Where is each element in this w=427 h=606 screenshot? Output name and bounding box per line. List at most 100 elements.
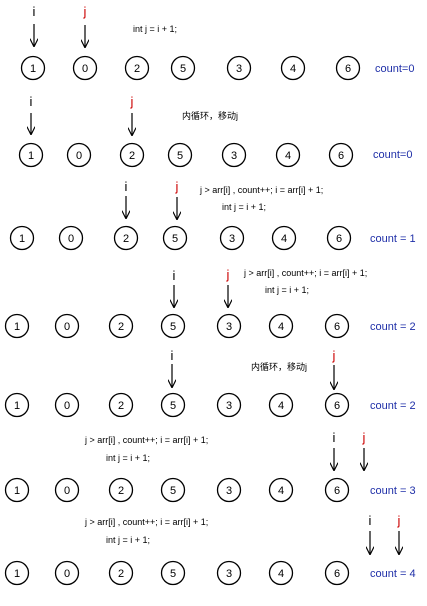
step-note: int j = i + 1; (106, 535, 150, 545)
array-node: 1 (4, 392, 30, 418)
i-pointer-label: i (173, 268, 176, 283)
array-node: 1 (4, 477, 30, 503)
array-node: 1 (4, 560, 30, 586)
array-value: 4 (278, 400, 284, 412)
array-value: 6 (334, 321, 340, 333)
array-value: 3 (226, 321, 232, 333)
array-value: 4 (285, 150, 291, 162)
array-node: 6 (324, 477, 350, 503)
step-note: int j = i + 1; (265, 285, 309, 295)
array-value: 1 (14, 400, 20, 412)
array-value: 0 (68, 233, 74, 245)
array-value: 3 (236, 63, 242, 75)
array-value: 5 (180, 63, 186, 75)
i-pointer-label: i (30, 94, 33, 109)
step-note: 内循环，移动j (182, 110, 238, 121)
step-note: j > arr[i] , count++; i = arr[i] + 1; (243, 268, 367, 278)
array-node: 2 (108, 392, 134, 418)
array-node: 4 (268, 560, 294, 586)
array-value: 0 (76, 150, 82, 162)
array-node: 4 (280, 55, 306, 81)
array-node: 5 (170, 55, 196, 81)
array-value: 2 (129, 150, 135, 162)
array-node: 4 (268, 477, 294, 503)
array-node: 2 (119, 142, 145, 168)
array-node: 5 (160, 560, 186, 586)
array-value: 6 (334, 485, 340, 497)
array-value: 3 (226, 568, 232, 580)
array-value: 2 (134, 63, 140, 75)
array-node: 0 (54, 560, 80, 586)
array-node: 2 (124, 55, 150, 81)
array-node: 2 (113, 225, 139, 251)
j-pointer-label: j (130, 94, 134, 109)
step-note: int j = i + 1; (222, 202, 266, 212)
array-value: 3 (226, 400, 232, 412)
array-node: 5 (162, 225, 188, 251)
array-node: 0 (54, 313, 80, 339)
array-node: 2 (108, 477, 134, 503)
array-node: 4 (268, 392, 294, 418)
count-label: count=0 (375, 63, 414, 75)
array-value: 6 (345, 63, 351, 75)
array-node: 0 (58, 225, 84, 251)
count-label: count = 1 (370, 233, 416, 245)
array-value: 0 (64, 485, 70, 497)
array-node: 1 (18, 142, 44, 168)
array-node: 1 (9, 225, 35, 251)
array-value: 1 (14, 485, 20, 497)
array-node: 5 (160, 313, 186, 339)
array-node: 3 (226, 55, 252, 81)
array-value: 6 (338, 150, 344, 162)
j-pointer-label: j (362, 430, 366, 445)
i-pointer-label: i (369, 513, 372, 528)
i-pointer-label: i (171, 348, 174, 363)
array-node: 4 (271, 225, 297, 251)
step-note: j > arr[i] , count++; i = arr[i] + 1; (84, 517, 208, 527)
array-node: 6 (335, 55, 361, 81)
array-value: 3 (231, 150, 237, 162)
array-value: 5 (177, 150, 183, 162)
j-pointer-label: j (83, 4, 87, 19)
i-pointer-label: i (33, 4, 36, 19)
array-value: 1 (28, 150, 34, 162)
array-node: 2 (108, 560, 134, 586)
j-pointer-label: j (226, 267, 230, 282)
array-value: 4 (278, 321, 284, 333)
array-value: 1 (14, 568, 20, 580)
array-node: 3 (216, 392, 242, 418)
array-node: 0 (66, 142, 92, 168)
array-value: 6 (334, 400, 340, 412)
array-value: 5 (170, 568, 176, 580)
array-value: 6 (336, 233, 342, 245)
array-node: 0 (54, 392, 80, 418)
array-value: 3 (229, 233, 235, 245)
count-label: count = 3 (370, 485, 416, 497)
step-note: j > arr[i] , count++; i = arr[i] + 1; (199, 185, 323, 195)
array-value: 4 (278, 568, 284, 580)
array-value: 4 (290, 63, 296, 75)
array-value: 4 (281, 233, 287, 245)
array-node: 6 (328, 142, 354, 168)
array-node: 1 (4, 313, 30, 339)
step-note: int j = i + 1; (106, 453, 150, 463)
array-node: 3 (216, 560, 242, 586)
j-pointer-label: j (332, 348, 336, 363)
array-value: 5 (170, 400, 176, 412)
count-label: count = 2 (370, 400, 416, 412)
array-value: 4 (278, 485, 284, 497)
array-value: 1 (14, 321, 20, 333)
array-value: 2 (118, 485, 124, 497)
array-value: 0 (82, 63, 88, 75)
array-node: 6 (326, 225, 352, 251)
i-pointer-label: i (333, 430, 336, 445)
array-node: 5 (160, 392, 186, 418)
array-node: 3 (216, 313, 242, 339)
step-2: 1 0 2 5 3 4 6 i j 内循环，移动j count=0 (18, 94, 412, 168)
count-label: count=0 (373, 149, 412, 161)
array-node: 0 (72, 55, 98, 81)
array-value: 2 (118, 400, 124, 412)
